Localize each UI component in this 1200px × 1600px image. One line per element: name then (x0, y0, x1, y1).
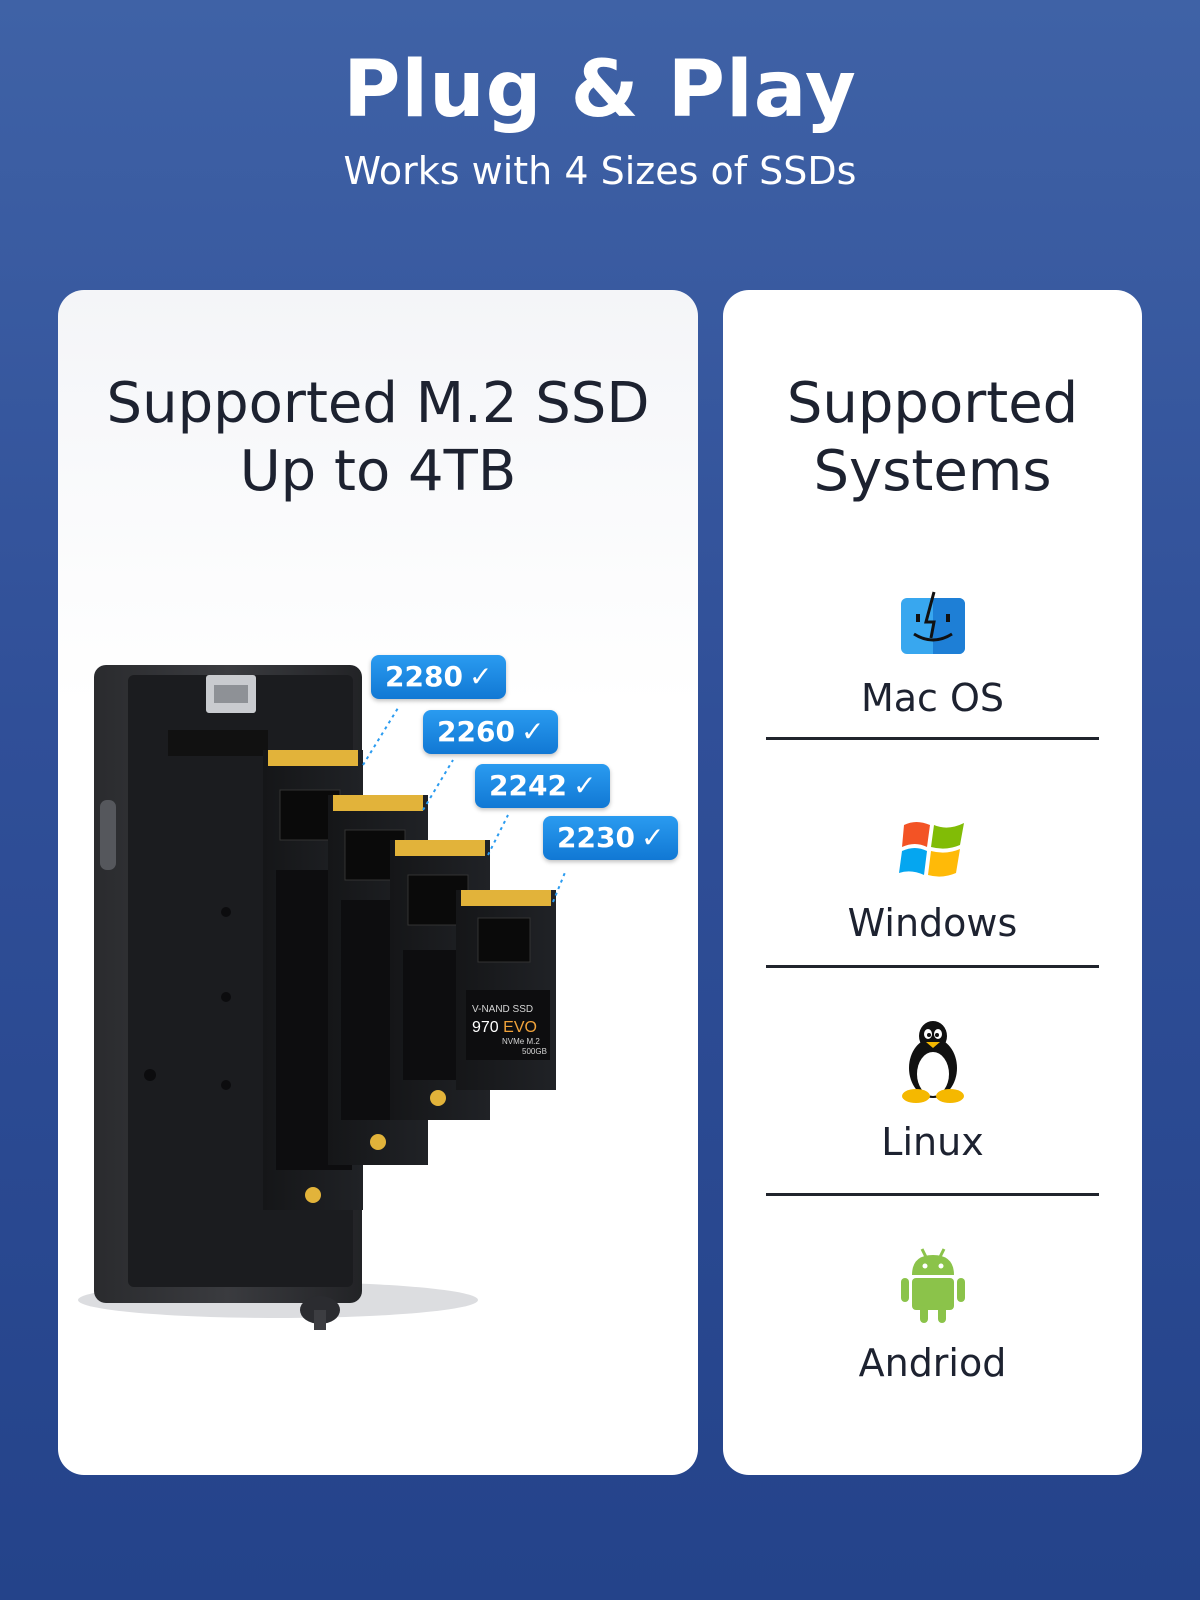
size-tag-2230: 2230✓ (543, 816, 679, 860)
ssd-card-title-line2: Up to 4TB (239, 439, 517, 504)
divider (766, 965, 1099, 968)
system-item-windows: Windows (766, 815, 1099, 947)
ssd-label-brand: V-NAND SSD (472, 1004, 533, 1015)
divider (766, 737, 1099, 740)
divider (766, 1193, 1099, 1196)
leader-2242 (487, 814, 509, 856)
android-robot-icon (900, 1248, 965, 1323)
ssd-label-type: NVMe M.2 (502, 1037, 540, 1046)
size-tag-label: 2260 (437, 715, 515, 748)
leader-2230 (552, 869, 567, 903)
system-item-macos: Mac OS (766, 590, 1099, 722)
systems-support-card: Supported Systems Mac OS Windows (723, 290, 1142, 1475)
check-icon: ✓ (468, 660, 493, 693)
m2-slot (168, 730, 268, 756)
ssd-label-model: 970 EVO (472, 1019, 537, 1036)
leader-2280 (362, 707, 399, 766)
page-title: Plug & Play (343, 45, 857, 135)
systems-card-title-line1: Supported (786, 371, 1079, 436)
ssd-2230: V-NAND SSD 970 EVO NVMe M.2 500GB (456, 890, 556, 1090)
ssd-card-title-line1: Supported M.2 SSD (106, 371, 650, 436)
page-subtitle: Works with 4 Sizes of SSDs (343, 149, 857, 193)
size-tag-2260: 2260✓ (423, 710, 559, 754)
ssd-label-capacity: 500GB (522, 1047, 547, 1056)
size-tag-2242: 2242✓ (475, 764, 611, 808)
ssd-support-card: Supported M.2 SSD Up to 4TB (58, 290, 698, 1475)
linux-tux-icon (901, 1021, 964, 1103)
size-tag-label: 2242 (489, 769, 567, 802)
ssd-card-title: Supported M.2 SSD Up to 4TB (58, 370, 698, 506)
system-label: Mac OS (860, 676, 1005, 720)
enclosure-side-button (100, 800, 116, 870)
check-icon: ✓ (520, 715, 545, 748)
mac-finder-icon (900, 591, 965, 654)
check-icon: ✓ (640, 821, 665, 854)
check-icon: ✓ (572, 769, 597, 802)
size-tag-label: 2280 (385, 660, 463, 693)
page-header: Plug & Play Works with 4 Sizes of SSDs (0, 40, 1200, 196)
size-tag-label: 2230 (557, 821, 635, 854)
windows-logo-icon (898, 822, 964, 877)
systems-card-title: Supported Systems (723, 370, 1142, 506)
mounting-screw (300, 1296, 340, 1330)
system-label: Windows (847, 901, 1018, 945)
system-label: Andriod (858, 1341, 1007, 1385)
leader-2260 (422, 759, 454, 811)
ssd-enclosure-illustration: V-NAND SSD 970 EVO NVMe M.2 500GB (78, 665, 567, 1330)
system-item-linux: Linux (766, 1018, 1099, 1166)
system-label: Linux (881, 1120, 984, 1164)
system-item-android: Andriod (766, 1245, 1099, 1387)
systems-card-title-line2: Systems (813, 439, 1052, 504)
size-tag-2280: 2280✓ (371, 655, 507, 699)
